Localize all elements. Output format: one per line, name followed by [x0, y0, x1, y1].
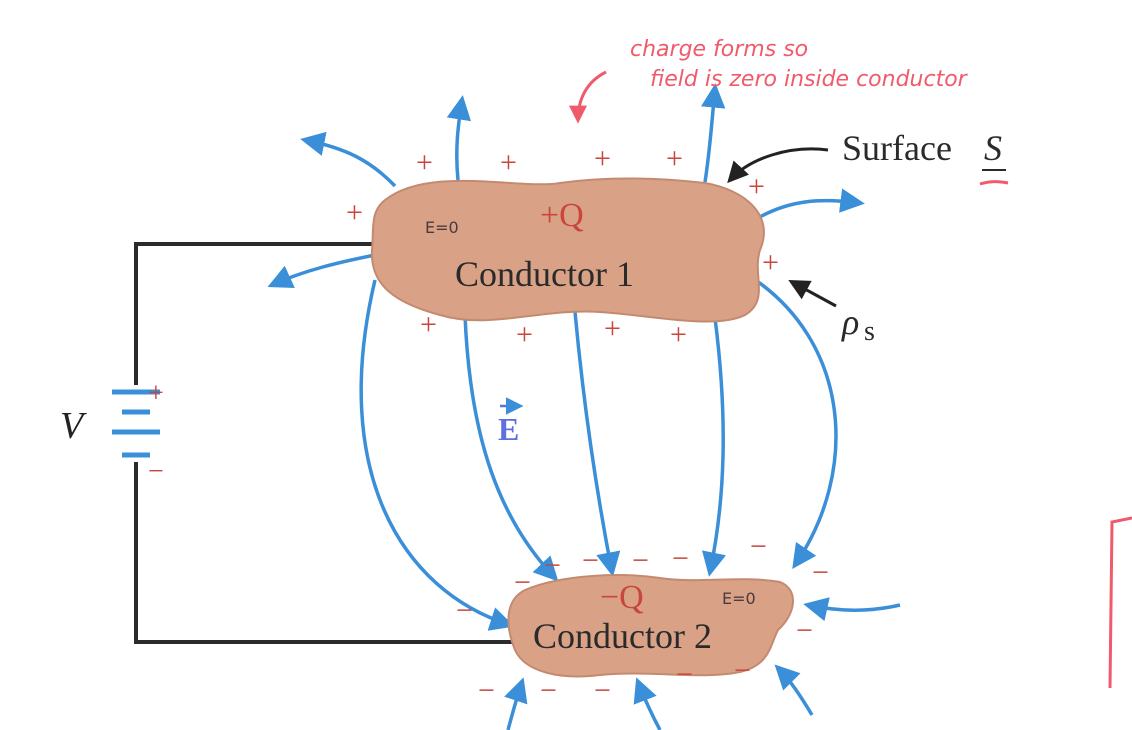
minus-charge: − — [594, 674, 611, 707]
surface-density-subscript: s — [864, 316, 875, 347]
minus-charge: − — [734, 654, 751, 687]
field-label: E — [498, 411, 519, 447]
plus-charge: + — [420, 308, 437, 341]
plus-charge: + — [594, 142, 611, 175]
positive-charges: + + + + + + + + + + + — [346, 142, 779, 351]
battery-plus: + — [148, 378, 164, 409]
minus-charge: − — [676, 658, 693, 691]
annotation-arrow — [569, 70, 607, 124]
conductor-1-field-note: E=0 — [425, 218, 459, 237]
surface-label: Surface — [842, 128, 952, 168]
battery-symbol — [112, 389, 160, 458]
conductor-2-field-note: E=0 — [722, 589, 756, 608]
field-lines-outward — [267, 83, 865, 289]
plus-charge: + — [666, 142, 683, 175]
minus-charge: − — [544, 549, 561, 582]
minus-charge: − — [514, 566, 531, 599]
annotation-line-1: charge forms so — [630, 37, 808, 62]
margin-bracket — [1108, 516, 1132, 689]
minus-charge: − — [582, 544, 599, 577]
minus-charge: − — [540, 674, 557, 707]
annotation-line-2: field is zero inside conductor — [650, 67, 969, 92]
plus-charge: + — [416, 146, 433, 179]
conductor-2-charge: −Q — [600, 579, 644, 616]
plus-charge: + — [670, 318, 687, 351]
plus-charge: + — [346, 196, 363, 229]
plus-charge: + — [516, 318, 533, 351]
minus-charge: − — [456, 594, 473, 627]
battery-minus: − — [148, 456, 164, 487]
conductor-1-body — [370, 177, 765, 323]
field-lines-incoming — [504, 597, 901, 730]
surface-underline-red — [979, 180, 1009, 186]
plus-charge: + — [748, 170, 765, 203]
plus-charge: + — [604, 312, 621, 345]
minus-charge: − — [750, 530, 767, 563]
minus-charge: − — [478, 674, 495, 707]
plus-charge: + — [500, 146, 517, 179]
negative-charges: − − − − − − − − − − − − − − — [456, 530, 829, 707]
density-pointer-arrow — [788, 279, 837, 308]
battery-label: V — [60, 405, 87, 447]
surface-density-symbol: ρ — [841, 302, 859, 342]
conductor-2-label: Conductor 2 — [533, 616, 712, 656]
surface-pointer-arrow — [727, 147, 829, 184]
minus-charge: − — [812, 556, 829, 589]
surface-symbol: S — [984, 128, 1002, 168]
minus-charge: − — [796, 614, 813, 647]
minus-charge: − — [632, 544, 649, 577]
circuit-wire — [134, 242, 520, 644]
conductor-2-body — [507, 574, 794, 678]
field-lines-between — [359, 273, 838, 631]
minus-charge: − — [672, 542, 689, 575]
plus-charge: + — [762, 246, 779, 279]
conductor-1-charge: +Q — [540, 197, 584, 234]
conductor-1-label: Conductor 1 — [455, 254, 634, 294]
